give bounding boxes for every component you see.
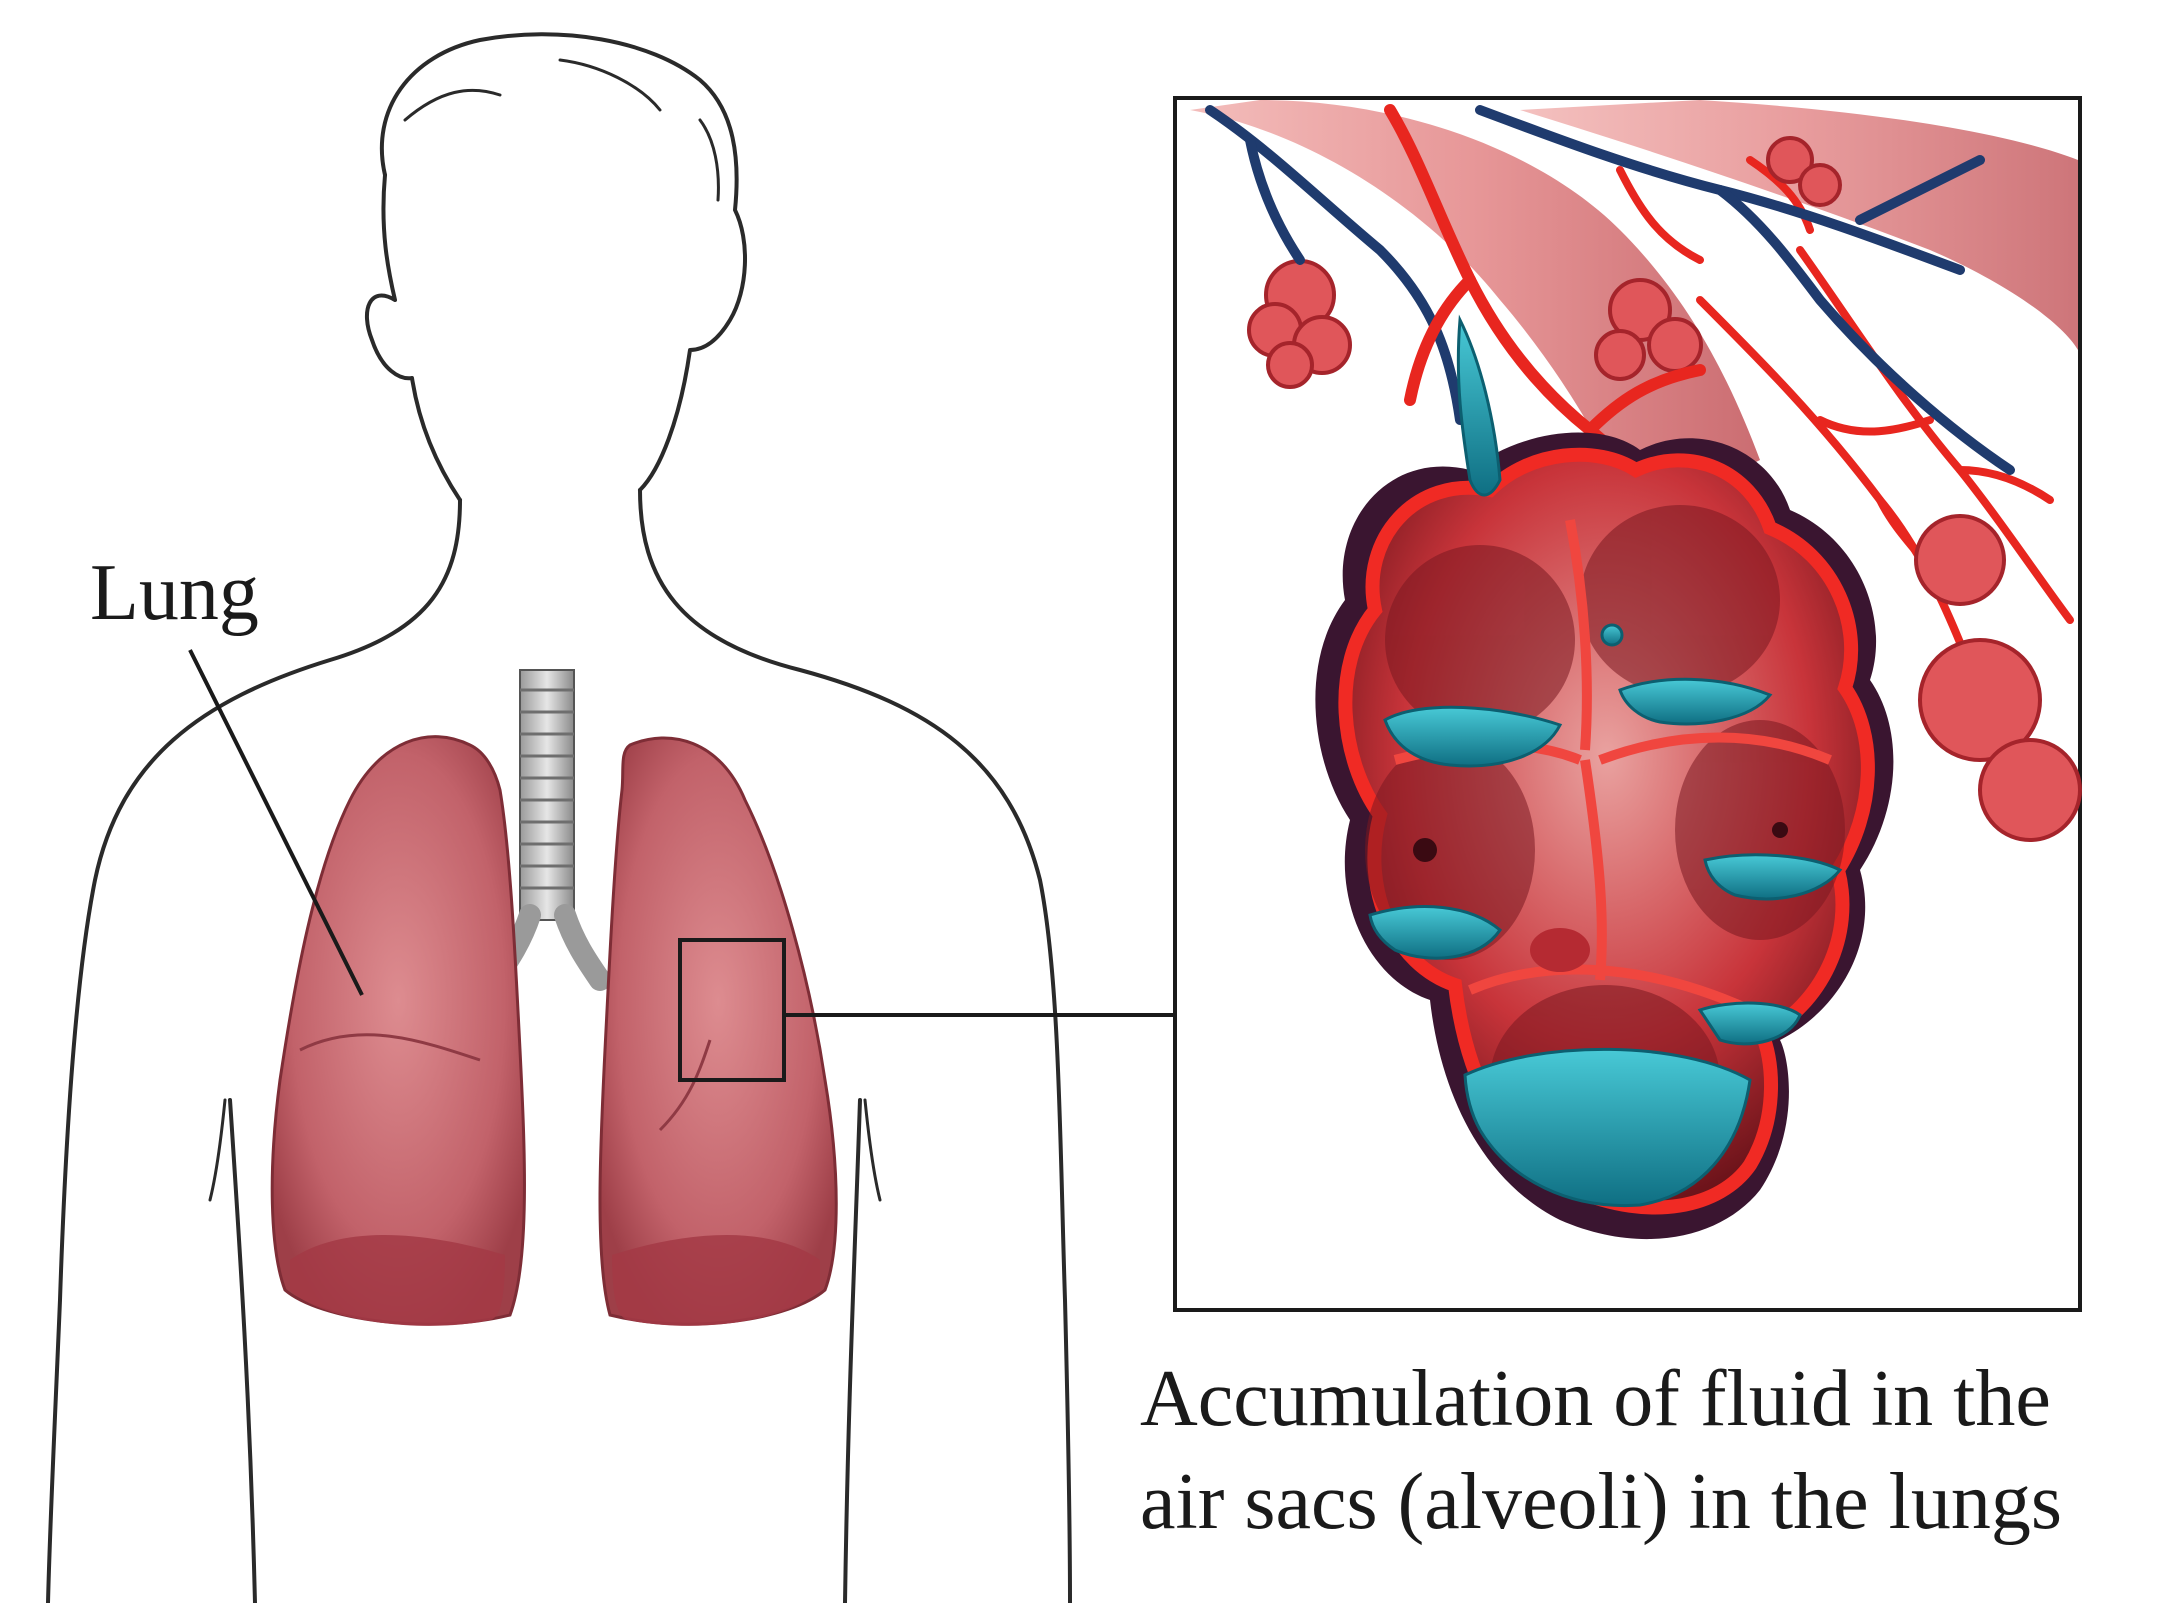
lung-label: Lung xyxy=(90,548,259,639)
caption-line-1: Accumulation of fluid in the xyxy=(1140,1348,2062,1451)
figure-caption: Accumulation of fluid in the air sacs (a… xyxy=(1140,1348,2062,1554)
caption-line-2: air sacs (alveoli) in the lungs xyxy=(1140,1451,2062,1554)
lung-label-pointer xyxy=(190,650,362,995)
